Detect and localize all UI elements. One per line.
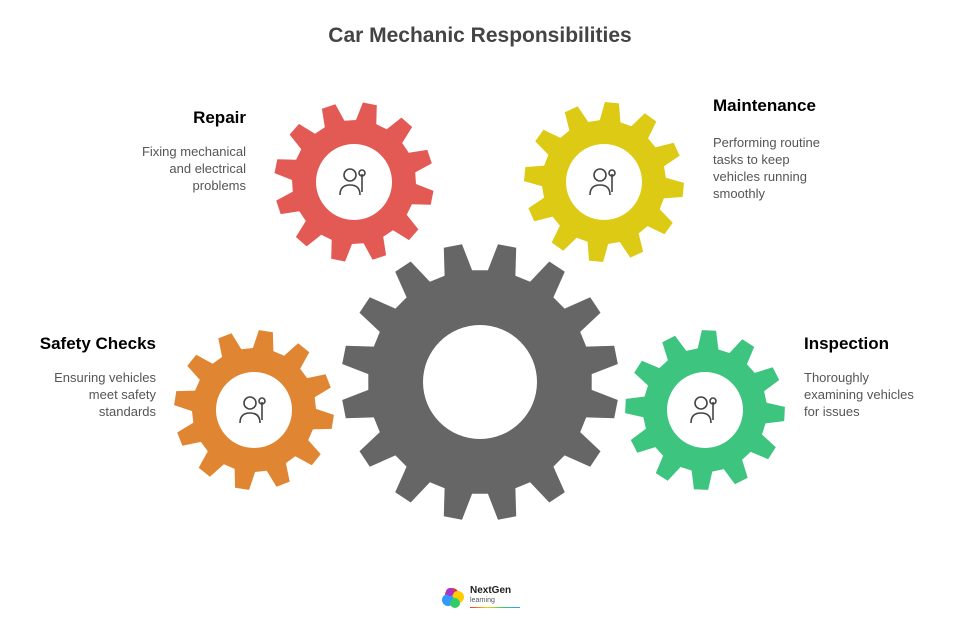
gear-repair [274,102,434,262]
repair-label: Repair [193,108,246,127]
page-title: Car Mechanic Responsibilities [328,24,632,47]
gear-inspection [625,330,785,490]
brain-logo-icon [442,588,464,608]
maintenance-label: Maintenance [713,96,816,115]
safety-check-icon [239,396,266,424]
gear-safety-checks [174,330,334,490]
safety-checks-label: Safety Checks [39,334,156,353]
mechanic-tools-icon [589,168,616,196]
mechanic-wrench-icon [339,168,366,196]
gear-maintenance [524,102,684,262]
inspector-clipboard-icon [690,396,717,424]
center-gear [342,244,618,520]
inspection-label: Inspection [804,334,890,353]
